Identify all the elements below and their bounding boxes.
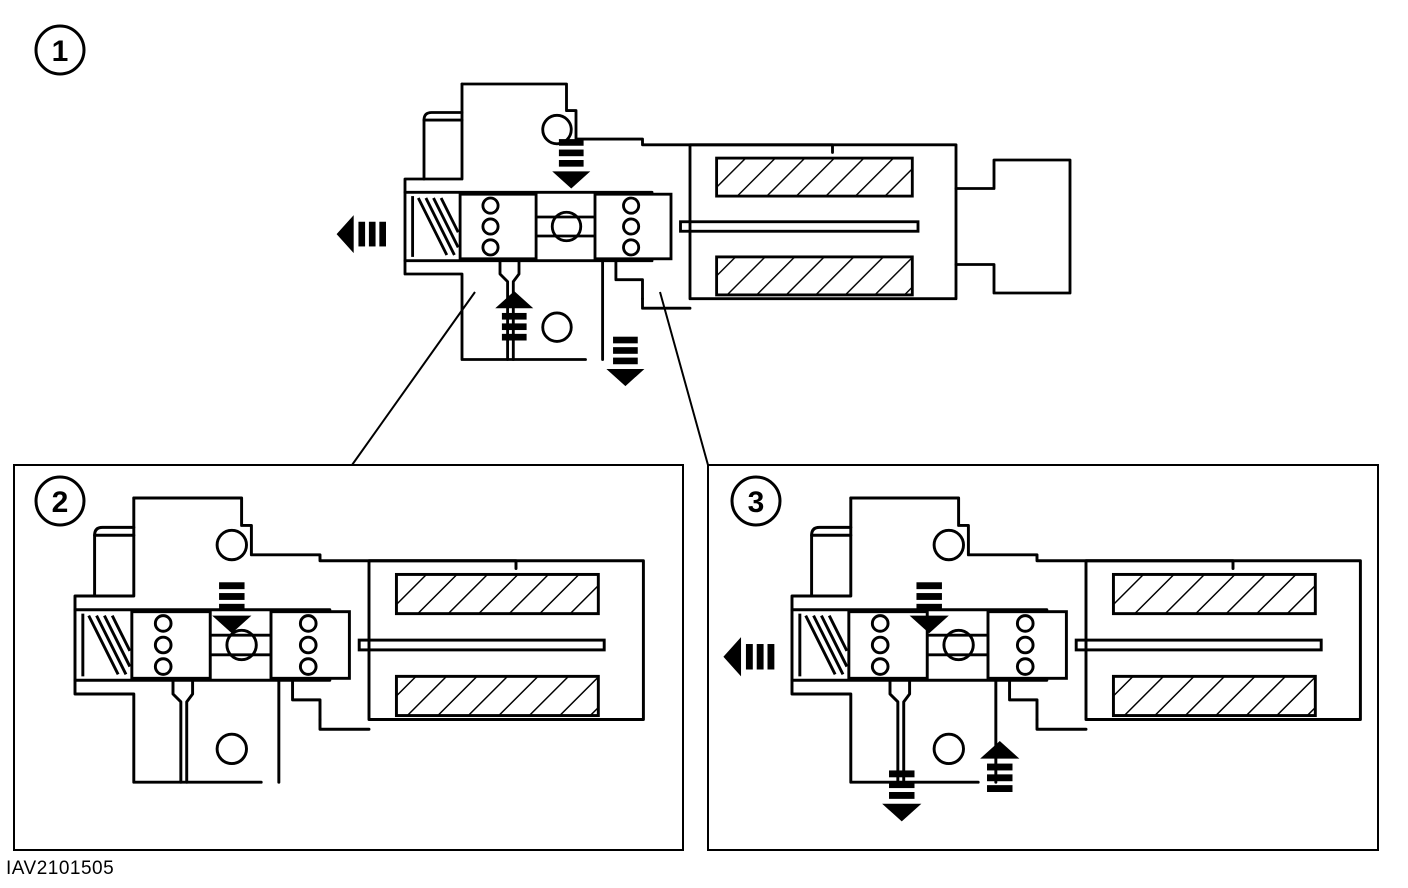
view-2-assembly: [73, 496, 645, 784]
view-3-panel: [707, 464, 1379, 851]
view-3-badge: 3: [730, 475, 782, 527]
leader-line-3: [659, 291, 709, 466]
reference-code: IAV2101505: [6, 858, 115, 879]
view-1-assembly: [336, 82, 1072, 387]
view-2-panel: [13, 464, 684, 851]
view-1-badge: 1: [34, 24, 86, 76]
view-3-assembly: [723, 496, 1362, 822]
view-3-label: 3: [748, 486, 765, 519]
view-2-badge: 2: [34, 475, 86, 527]
view-2-label: 2: [52, 486, 69, 519]
leader-line-2: [351, 291, 476, 466]
view-1-label: 1: [52, 35, 69, 68]
